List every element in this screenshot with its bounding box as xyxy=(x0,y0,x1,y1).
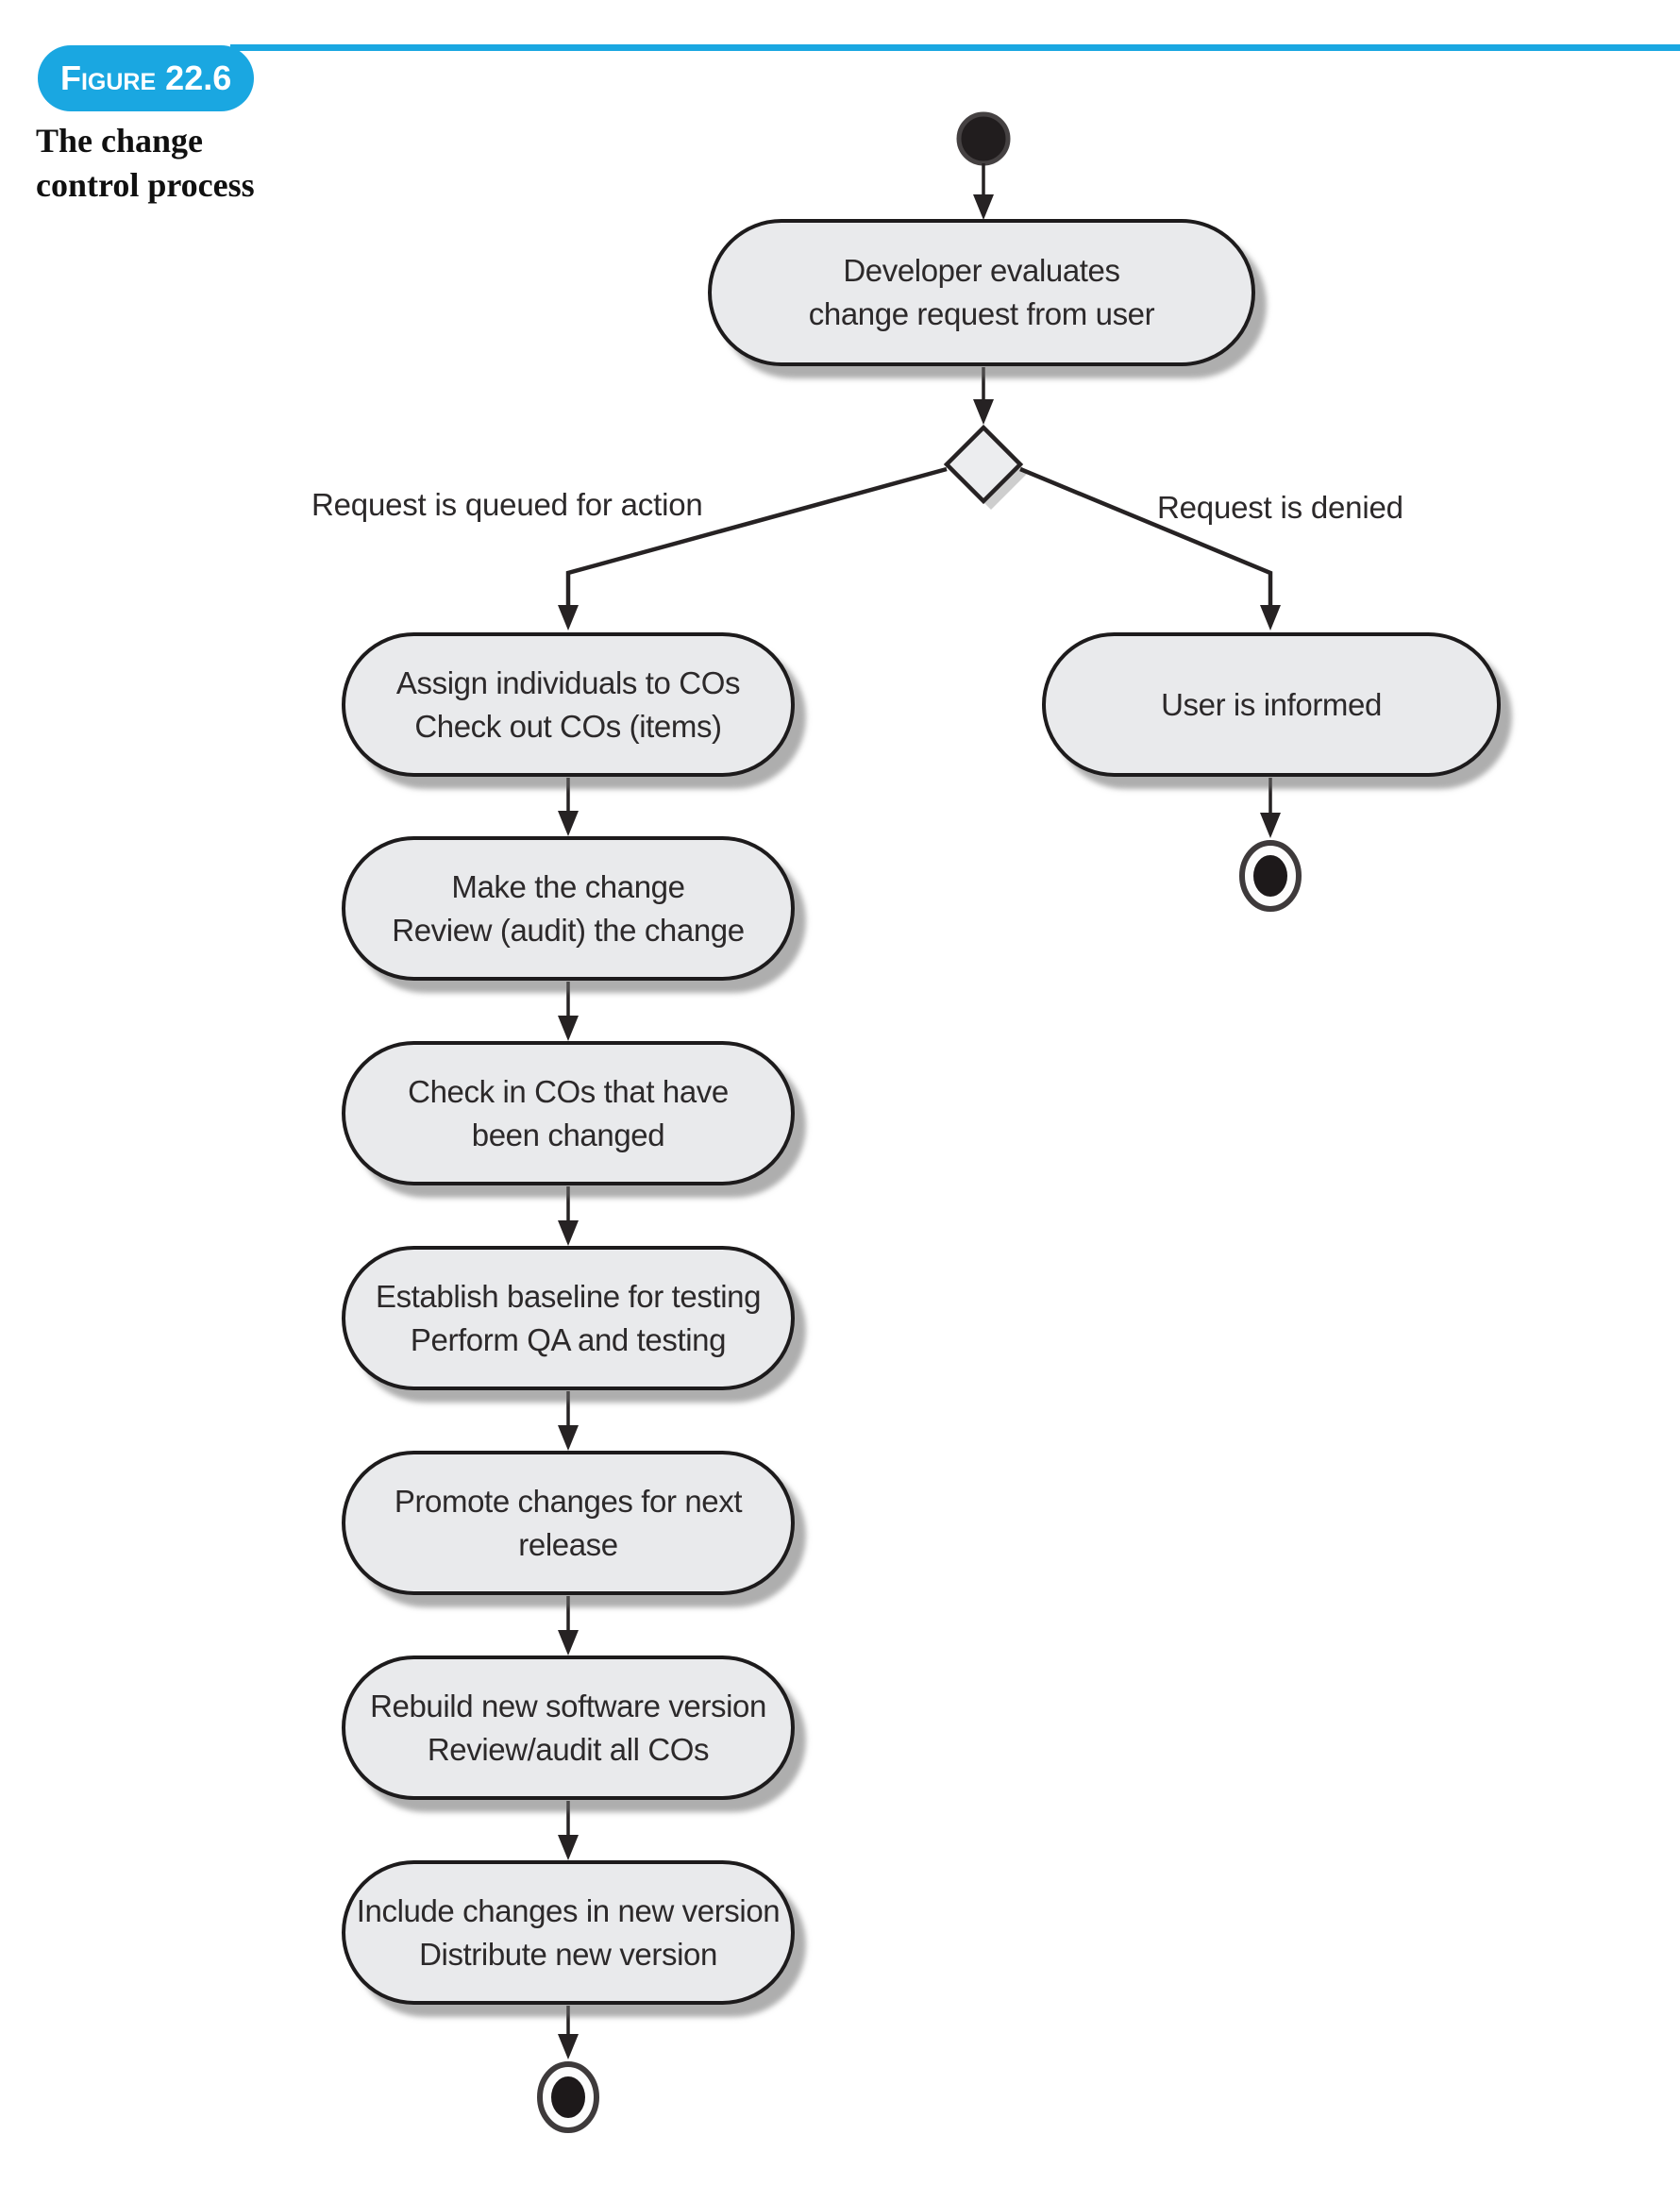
activity-promote-changes: Promote changes for next release xyxy=(342,1451,795,1595)
activity-label: Make the change Review (audit) the chang… xyxy=(392,868,745,948)
arrowhead xyxy=(1260,813,1281,838)
decision-diamond xyxy=(943,424,1024,505)
arrowhead xyxy=(558,811,579,836)
activity-label: Rebuild new software version Review/audi… xyxy=(370,1688,766,1767)
activity-establish-baseline: Establish baseline for testing Perform Q… xyxy=(342,1246,795,1390)
activity-label: User is informed xyxy=(1161,686,1382,722)
arrowhead xyxy=(558,1016,579,1041)
connector-decision-to-assign xyxy=(565,466,948,605)
activity-label: Include changes in new version Distribut… xyxy=(356,1892,781,1972)
arrowhead xyxy=(558,1220,579,1246)
activity-user-informed: User is informed xyxy=(1042,632,1501,777)
activity-assign-individuals: Assign individuals to COs Check out COs … xyxy=(342,632,795,777)
arrowhead xyxy=(558,2034,579,2059)
initial-node xyxy=(956,111,1011,166)
final-node-right-core xyxy=(1253,855,1287,897)
activity-label: Check in COs that have been changed xyxy=(408,1073,729,1152)
figure-caption: The change control process xyxy=(36,122,255,204)
arrowhead xyxy=(558,1425,579,1451)
activity-label: Promote changes for next release xyxy=(394,1483,743,1562)
arrowhead xyxy=(558,1630,579,1656)
activity-label: Assign individuals to COs Check out COs … xyxy=(395,664,741,744)
activity-include-changes: Include changes in new version Distribut… xyxy=(342,1860,795,2005)
final-node-left-core xyxy=(551,2076,585,2118)
arrowhead xyxy=(973,399,994,425)
figure-number-label: Figure 22.6 xyxy=(60,59,232,97)
arrowhead xyxy=(1260,605,1281,630)
activity-rebuild-version: Rebuild new software version Review/audi… xyxy=(342,1656,795,1800)
activity-developer-evaluates: Developer evaluates change request from … xyxy=(708,219,1255,366)
arrowhead xyxy=(973,194,994,220)
branch-label-queued: Request is queued for action xyxy=(311,487,703,522)
header-rule xyxy=(230,44,1680,51)
arrowhead xyxy=(558,605,579,630)
activity-label: Establish baseline for testing Perform Q… xyxy=(375,1278,762,1357)
activity-label: Developer evaluates change request from … xyxy=(808,253,1155,331)
arrowhead xyxy=(558,1835,579,1860)
branch-label-denied: Request is denied xyxy=(1157,490,1403,525)
activity-make-change: Make the change Review (audit) the chang… xyxy=(342,836,795,981)
figure-number-badge: Figure 22.6 xyxy=(38,45,255,111)
activity-check-in-cos: Check in COs that have been changed xyxy=(342,1041,795,1185)
connector-decision-to-inform xyxy=(1019,466,1273,605)
